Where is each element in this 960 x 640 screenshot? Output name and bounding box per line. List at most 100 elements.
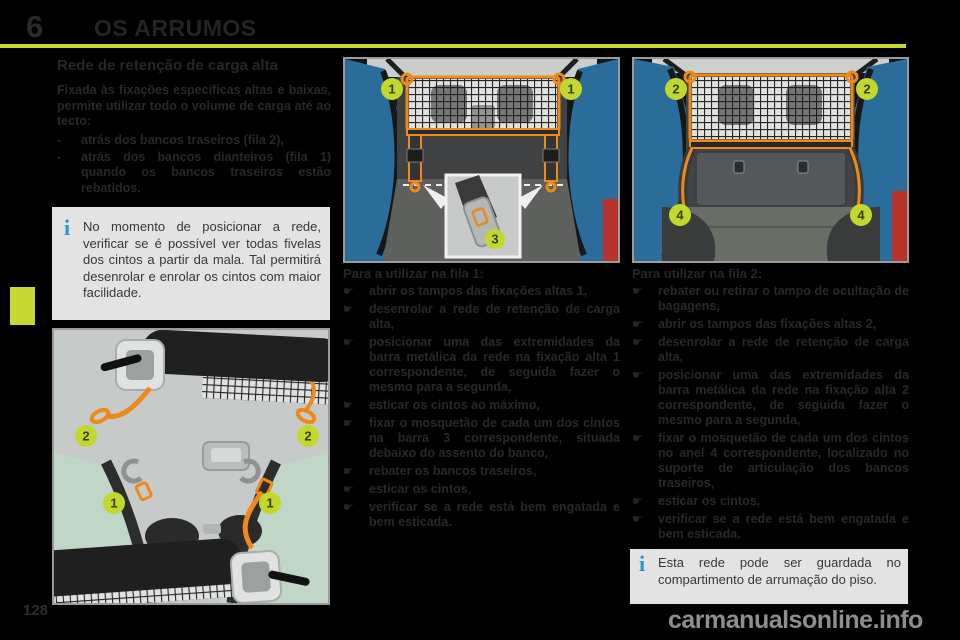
callout-ring-4-right: 4 <box>850 204 872 226</box>
section-intro: Fixada às fixações específicas altas e b… <box>57 83 331 128</box>
step-text: desenrolar a rede de retenção de carga a… <box>369 302 620 331</box>
list-item-text: atrás dos bancos traseiros (fila 2), <box>81 133 284 147</box>
section-title: Rede de retenção de carga alta <box>57 57 278 74</box>
dash-marker: - <box>57 133 62 147</box>
intro-list: - atrás dos bancos traseiros (fila 2), -… <box>57 133 331 197</box>
net-row1-illustration: 1 1 3 <box>345 59 618 261</box>
step-text: fixar o mosquetão de cada um dos cintos … <box>369 416 620 460</box>
info-text: No momento de posicionar a rede, verific… <box>83 219 321 300</box>
header-rule <box>0 44 906 48</box>
net-row2-illustration: 2 2 4 4 <box>634 59 907 261</box>
callout-fixation-2-left: 2 <box>665 78 687 100</box>
callout-roof-1-left: 1 <box>103 492 125 514</box>
step-item: ☛ rebater os bancos traseiros, <box>343 464 620 479</box>
callout-fixation-1-right: 1 <box>560 78 582 100</box>
callout-fixation-2-right: 2 <box>856 78 878 100</box>
svg-text:1: 1 <box>110 496 117 511</box>
step-bullet-icon: ☛ <box>632 512 643 526</box>
step-item: ☛ fixar o mosquetão de cada um dos cinto… <box>632 431 909 491</box>
step-item: ☛ verificar se a rede está bem engatada … <box>632 512 909 542</box>
step-bullet-icon: ☛ <box>343 500 354 514</box>
info-icon: i <box>64 215 71 240</box>
step-text: verificar se a rede está bem engatada e … <box>369 500 620 529</box>
step-text: esticar os cintos, <box>658 494 761 508</box>
svg-text:1: 1 <box>567 82 574 97</box>
callout-roof-1-right: 1 <box>259 492 281 514</box>
step-text: abrir os tampos das fixações altas 2, <box>658 317 877 331</box>
step-bullet-icon: ☛ <box>343 464 354 478</box>
svg-text:2: 2 <box>304 429 311 444</box>
info-icon: i <box>639 551 646 576</box>
step-bullet-icon: ☛ <box>343 482 354 496</box>
callout-fixation-1-left: 1 <box>381 78 403 100</box>
step-bullet-icon: ☛ <box>343 302 354 316</box>
step-bullet-icon: ☛ <box>632 284 643 298</box>
step-item: ☛ abrir os tampos das fixações altas 1, <box>343 284 620 299</box>
step-bullet-icon: ☛ <box>632 335 643 349</box>
step-bullet-icon: ☛ <box>632 368 643 382</box>
page-number: 128 <box>23 602 49 619</box>
row2-heading: Para utilizar na fila 2: <box>632 266 763 281</box>
step-item: ☛ desenrolar a rede de retenção de carga… <box>343 302 620 332</box>
dash-marker: - <box>57 149 62 164</box>
step-bullet-icon: ☛ <box>343 416 354 430</box>
step-item: ☛ verificar se a rede está bem engatada … <box>343 500 620 530</box>
step-text: esticar os cintos, <box>369 482 472 496</box>
info-box-storage: i Esta rede pode ser guardada no compart… <box>630 549 908 604</box>
step-text: posicionar uma das extremidades da barra… <box>369 335 620 394</box>
svg-text:4: 4 <box>857 208 865 223</box>
callout-bar-3: 3 <box>485 229 505 249</box>
buckle-inset <box>444 173 522 259</box>
step-text: rebater ou retirar o tampo de ocultação … <box>658 284 909 313</box>
svg-text:2: 2 <box>863 82 870 97</box>
list-item-text: atrás dos bancos dianteiros (fila 1) qua… <box>81 149 331 195</box>
step-text: posicionar uma das extremidades da barra… <box>658 368 909 427</box>
callout-ring-4-left: 4 <box>669 204 691 226</box>
step-bullet-icon: ☛ <box>632 317 643 331</box>
step-item: ☛ esticar os cintos, <box>343 482 620 497</box>
watermark: carmanualsonline.info <box>668 606 923 634</box>
figure-roof-fixations: 2 2 1 1 <box>52 328 330 605</box>
svg-text:4: 4 <box>676 208 684 223</box>
row1-steps: ☛ abrir os tampos das fixações altas 1, … <box>343 284 620 533</box>
svg-text:2: 2 <box>82 429 89 444</box>
step-item: ☛ esticar os cintos ao máximo, <box>343 398 620 413</box>
row1-heading: Para a utilizar na fila 1: <box>343 266 484 281</box>
svg-text:1: 1 <box>266 496 273 511</box>
rolled-net-top <box>142 330 328 405</box>
step-bullet-icon: ☛ <box>632 431 643 445</box>
callout-roof-2-left: 2 <box>75 425 97 447</box>
step-item: ☛ posicionar uma das extremidades da bar… <box>632 368 909 428</box>
svg-text:3: 3 <box>491 232 498 247</box>
step-text: abrir os tampos das fixações altas 1, <box>369 284 588 298</box>
step-item: ☛ abrir os tampos das fixações altas 2, <box>632 317 909 332</box>
step-item: ☛ fixar o mosquetão de cada um dos cinto… <box>343 416 620 461</box>
step-bullet-icon: ☛ <box>343 284 354 298</box>
chapter-edge-tab <box>10 287 35 325</box>
step-bullet-icon: ☛ <box>343 335 354 349</box>
step-item: ☛ desenrolar a rede de retenção de carga… <box>632 335 909 365</box>
step-item: ☛ esticar os cintos, <box>632 494 909 509</box>
step-text: verificar se a rede está bem engatada e … <box>658 512 909 541</box>
figure-net-row2: 2 2 4 4 <box>632 57 909 263</box>
callout-roof-2-right: 2 <box>297 425 319 447</box>
roof-fixations-illustration: 2 2 1 1 <box>54 330 328 603</box>
step-item: ☛ posicionar uma das extremidades da bar… <box>343 335 620 395</box>
rolled-net-bottom <box>54 538 253 603</box>
list-item: - atrás dos bancos dianteiros (fila 1) q… <box>57 150 331 197</box>
list-item: - atrás dos bancos traseiros (fila 2), <box>57 133 331 149</box>
step-text: fixar o mosquetão de cada um dos cintos … <box>658 431 909 490</box>
row2-steps: ☛ rebater ou retirar o tampo de ocultaçã… <box>632 284 909 545</box>
info-box-seatbelts: i No momento de posicionar a rede, verif… <box>52 207 330 320</box>
step-text: esticar os cintos ao máximo, <box>369 398 540 412</box>
svg-text:2: 2 <box>672 82 679 97</box>
step-text: desenrolar a rede de retenção de carga a… <box>658 335 909 364</box>
svg-text:1: 1 <box>388 82 395 97</box>
step-text: rebater os bancos traseiros, <box>369 464 537 478</box>
step-item: ☛ rebater ou retirar o tampo de ocultaçã… <box>632 284 909 314</box>
info-text: Esta rede pode ser guardada no compartim… <box>658 555 901 587</box>
chapter-number: 6 <box>26 9 44 44</box>
step-bullet-icon: ☛ <box>632 494 643 508</box>
chapter-title: OS ARRUMOS <box>94 15 257 41</box>
